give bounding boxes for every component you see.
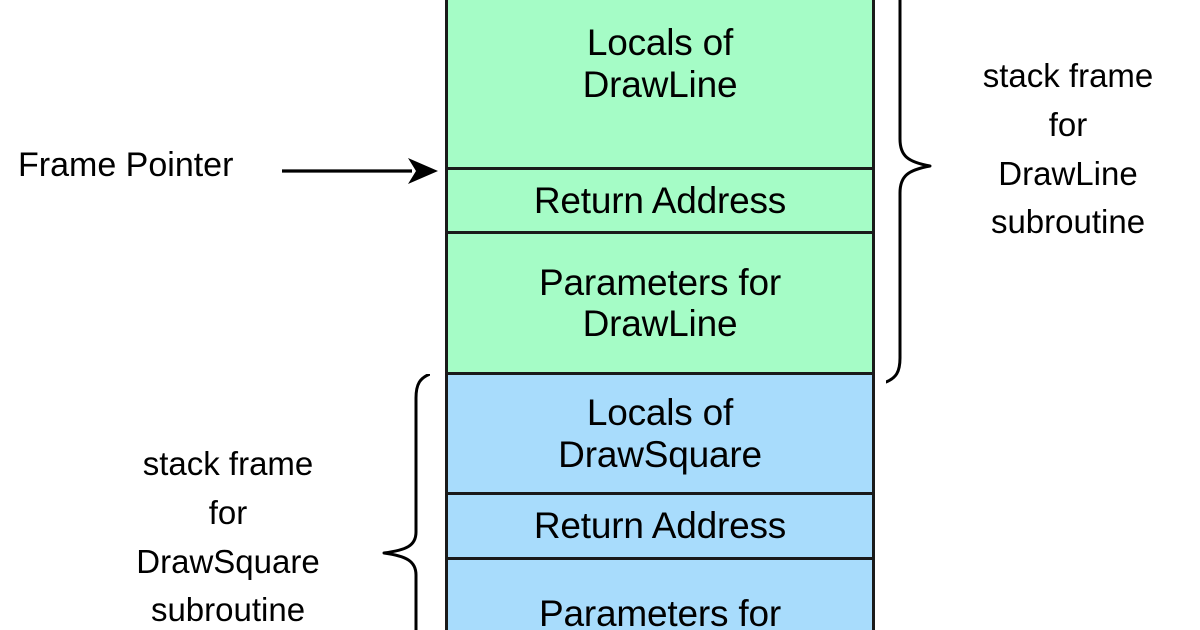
stack-cell-parameters-drawsquare: Parameters for: [448, 560, 872, 630]
annotation-right-drawline: stack frame for DrawLine subroutine: [982, 57, 1154, 241]
stack-cell-return-address-drawline: Return Address: [448, 170, 872, 234]
stack-cell-return-address-drawsquare: Return Address: [448, 495, 872, 560]
right-arrow-icon: [282, 158, 438, 184]
stack-column: Locals of DrawLine Return Address Parame…: [445, 0, 875, 630]
annotation-left-drawsquare: stack frame for DrawSquare subroutine: [136, 445, 320, 629]
frame-pointer-label: Frame Pointer: [18, 146, 234, 184]
stack-cell-parameters-drawline: Parameters for DrawLine: [448, 234, 872, 375]
right-curly-brace-icon: [886, 0, 932, 384]
stack-cell-locals-drawline: Locals of DrawLine: [448, 0, 872, 170]
stack-cell-locals-drawsquare: Locals of DrawSquare: [448, 375, 872, 495]
left-curly-brace-icon: [382, 374, 430, 630]
